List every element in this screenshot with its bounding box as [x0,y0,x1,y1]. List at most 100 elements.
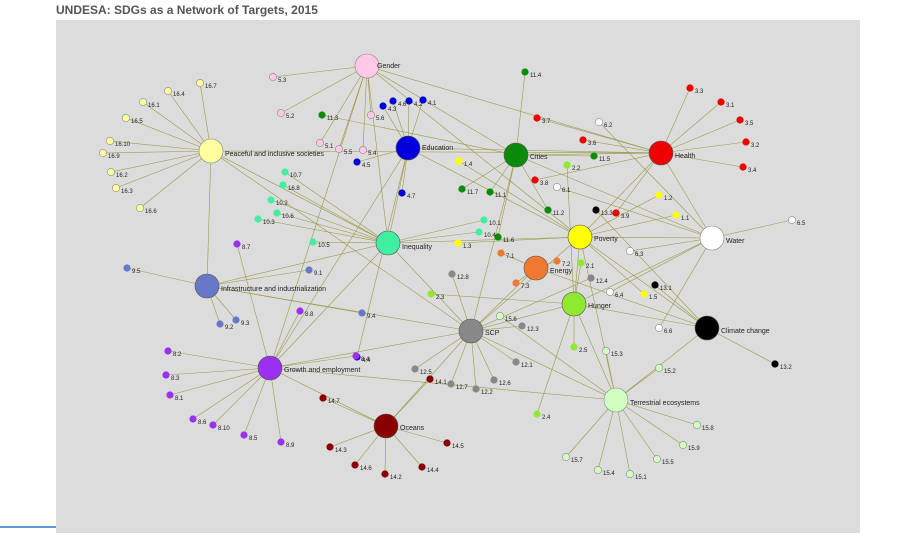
hub-node-gender[interactable] [354,53,380,79]
target-node-3.1[interactable] [717,98,725,106]
target-node-3.6[interactable] [579,136,587,144]
target-node-9.4[interactable] [358,309,366,317]
target-node-4.5[interactable] [353,158,361,166]
target-node-1.5[interactable] [640,290,648,298]
target-node-5.5[interactable] [335,145,343,153]
hub-node-infra[interactable] [194,273,220,299]
target-node-3.4[interactable] [739,163,747,171]
hub-node-cities[interactable] [503,142,529,168]
target-node-1.3[interactable] [454,239,462,247]
target-node-14.2[interactable] [381,470,389,478]
target-node-15.5[interactable] [653,455,661,463]
target-node-7.2[interactable] [553,257,561,265]
target-node-5.6[interactable] [367,111,375,119]
target-node-6.2[interactable] [595,118,603,126]
target-node-13.1[interactable] [651,281,659,289]
target-node-14.3[interactable] [326,443,334,451]
target-node-15.6[interactable] [496,312,504,320]
target-node-3.3[interactable] [686,84,694,92]
target-node-8.6[interactable] [189,415,197,423]
target-node-2.1[interactable] [577,259,585,267]
target-node-8.3[interactable] [162,371,170,379]
target-node-9.2[interactable] [216,320,224,328]
target-node-6.4[interactable] [606,288,614,296]
target-node-8.1[interactable] [166,391,174,399]
target-node-11.2[interactable] [544,206,552,214]
target-node-1.2[interactable] [655,191,663,199]
target-node-12.1[interactable] [512,358,520,366]
target-node-15.9[interactable] [679,441,687,449]
target-node-7.3[interactable] [512,279,520,287]
target-node-14.6[interactable] [351,461,359,469]
target-node-16.9[interactable] [99,149,107,157]
target-node-15.2[interactable] [655,364,663,372]
target-node-13.2[interactable] [771,360,779,368]
hub-node-peace[interactable] [198,138,224,164]
target-node-16.7[interactable] [196,79,204,87]
hub-node-education[interactable] [395,135,421,161]
target-node-16.1[interactable] [139,98,147,106]
target-node-15.1[interactable] [626,470,634,478]
target-node-12.6[interactable] [490,376,498,384]
hub-node-water[interactable] [699,225,725,251]
target-node-8.2[interactable] [164,347,172,355]
target-node-4.2[interactable] [405,97,413,105]
target-node-15.7[interactable] [562,453,570,461]
target-node-8.8[interactable] [296,307,304,315]
hub-node-inequality[interactable] [375,230,401,256]
target-node-10.5[interactable] [309,238,317,246]
target-node-7.1[interactable] [497,249,505,257]
target-node-13.3[interactable] [592,206,600,214]
target-node-15.4[interactable] [594,466,602,474]
target-node-10.1[interactable] [480,216,488,224]
target-node-3.5[interactable] [736,116,744,124]
target-node-8.9[interactable] [277,438,285,446]
target-node-4.3[interactable] [379,102,387,110]
hub-node-health[interactable] [648,140,674,166]
target-node-3.9[interactable] [612,209,620,217]
hub-node-hunger[interactable] [561,291,587,317]
target-node-4.1[interactable] [419,96,427,104]
hub-node-energy[interactable] [523,255,549,281]
target-node-11.5[interactable] [590,152,598,160]
target-node-14.5[interactable] [443,439,451,447]
hub-node-scp[interactable] [458,318,484,344]
target-node-8.4[interactable] [352,352,360,360]
target-node-6.6[interactable] [655,324,663,332]
target-node-5.3[interactable] [269,73,277,81]
target-node-14.7[interactable] [319,394,327,402]
target-node-14.4[interactable] [418,463,426,471]
target-node-12.8[interactable] [448,270,456,278]
target-node-16.5[interactable] [122,114,130,122]
target-node-3.7[interactable] [533,114,541,122]
target-node-10.3[interactable] [254,215,262,223]
target-node-14.1[interactable] [426,375,434,383]
target-node-12.5[interactable] [411,365,419,373]
target-node-11.3[interactable] [318,111,326,119]
target-node-10.6[interactable] [273,209,281,217]
target-node-10.7[interactable] [281,168,289,176]
target-node-4.6[interactable] [389,97,397,105]
target-node-12.4[interactable] [587,274,595,282]
target-node-2.5[interactable] [570,343,578,351]
target-node-6.1[interactable] [553,183,561,191]
target-node-10.4[interactable] [475,228,483,236]
target-node-11.4[interactable] [521,68,529,76]
target-node-9.5[interactable] [123,264,131,272]
target-node-16.10[interactable] [106,137,114,145]
target-node-5.2[interactable] [277,109,285,117]
target-node-10.2[interactable] [267,196,275,204]
target-node-8.5[interactable] [240,431,248,439]
target-node-12.7[interactable] [447,380,455,388]
target-node-5.1[interactable] [316,139,324,147]
target-node-15.8[interactable] [693,421,701,429]
target-node-3.8[interactable] [531,176,539,184]
target-node-11.6[interactable] [494,233,502,241]
target-node-11.1[interactable] [486,188,494,196]
target-node-6.5[interactable] [788,216,796,224]
target-node-3.2[interactable] [742,138,750,146]
target-node-1.1[interactable] [672,211,680,219]
target-node-16.3[interactable] [112,184,120,192]
target-node-15.3[interactable] [602,347,610,355]
target-node-4.7[interactable] [398,189,406,197]
